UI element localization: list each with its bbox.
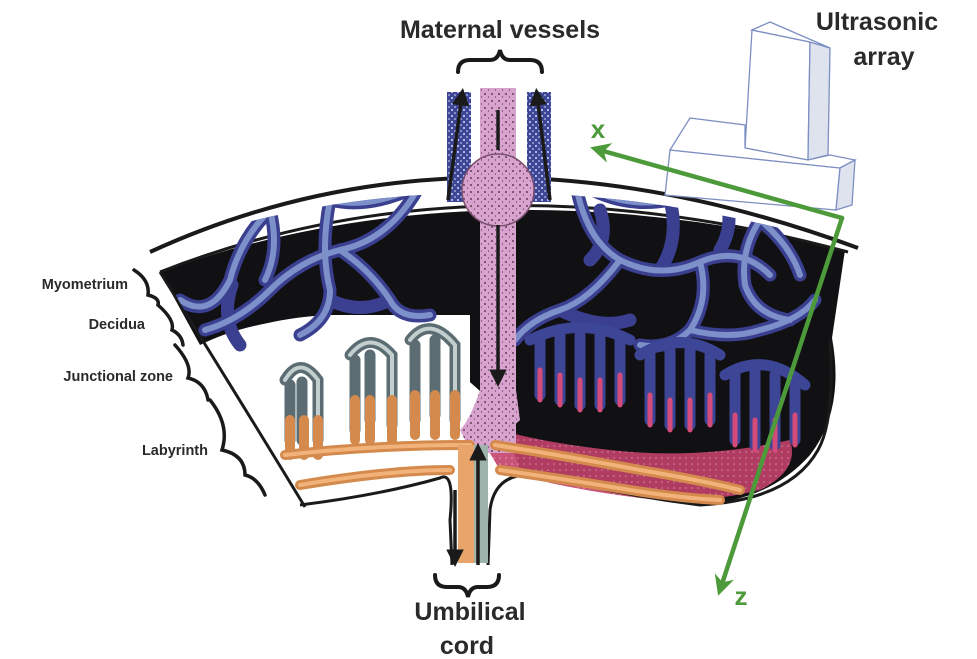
label-umbilical: Umbilical <box>414 598 525 626</box>
transducer-handle-front <box>745 30 810 160</box>
ultrasonic-array <box>665 22 855 210</box>
bracket-decidua <box>158 305 183 345</box>
bracket-myometrium <box>134 270 158 305</box>
label-array: array <box>853 43 914 71</box>
label-ultrasonic: Ultrasonic <box>816 8 938 36</box>
label-axis-z: z <box>735 581 748 611</box>
umbilical-vessels <box>458 445 488 563</box>
bracket-junctional-zone <box>175 345 208 400</box>
transducer-handle-side <box>808 42 830 160</box>
label-junctional-zone: Junctional zone <box>63 369 173 385</box>
label-cord: cord <box>440 632 494 659</box>
label-labyrinth: Labyrinth <box>142 443 208 459</box>
arterial-dilation <box>462 154 534 226</box>
label-decidua: Decidua <box>89 317 146 333</box>
label-maternal-vessels: Maternal vessels <box>400 16 600 44</box>
brace-umbilical-cord <box>435 575 499 597</box>
label-myometrium: Myometrium <box>42 277 128 293</box>
brace-maternal-vessels <box>458 50 542 72</box>
label-axis-x: x <box>591 114 606 144</box>
